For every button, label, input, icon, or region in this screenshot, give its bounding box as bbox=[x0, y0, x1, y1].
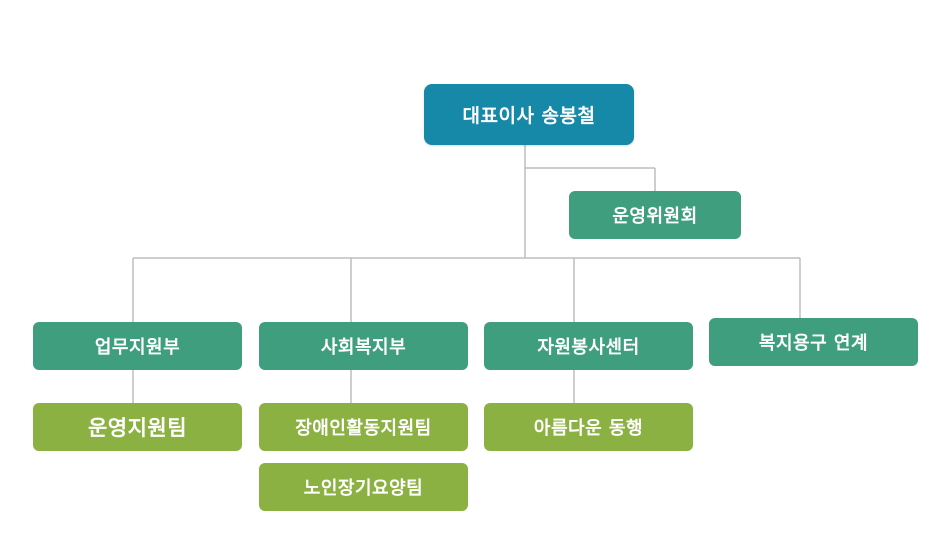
dept-box-3: 자원봉사센터 bbox=[484, 322, 693, 370]
dept-box-2: 사회복지부 bbox=[259, 322, 468, 370]
team-label: 노인장기요양팀 bbox=[303, 478, 424, 499]
team-box-2-2: 노인장기요양팀 bbox=[259, 463, 468, 511]
ceo-label: 대표이사 송봉철 bbox=[462, 105, 596, 127]
dept-box-4: 복지용구 연계 bbox=[709, 318, 918, 366]
committee-box: 운영위원회 bbox=[569, 191, 741, 239]
dept-label: 복지용구 연계 bbox=[758, 333, 869, 354]
ceo-box: 대표이사 송봉철 bbox=[424, 84, 634, 145]
dept-label: 업무지원부 bbox=[94, 337, 181, 358]
team-box-2-1: 장애인활동지원팀 bbox=[259, 403, 468, 451]
dept-label: 자원봉사센터 bbox=[537, 337, 640, 358]
dept-label: 사회복지부 bbox=[320, 337, 407, 358]
committee-label: 운영위원회 bbox=[612, 206, 698, 227]
team-label: 장애인활동지원팀 bbox=[295, 418, 432, 439]
team-label: 아름다운 동행 bbox=[533, 418, 644, 439]
dept-box-1: 업무지원부 bbox=[33, 322, 242, 370]
team-box-3-1: 아름다운 동행 bbox=[484, 403, 693, 451]
team-label: 운영지원팀 bbox=[87, 416, 188, 440]
team-box-1-1: 운영지원팀 bbox=[33, 403, 242, 451]
